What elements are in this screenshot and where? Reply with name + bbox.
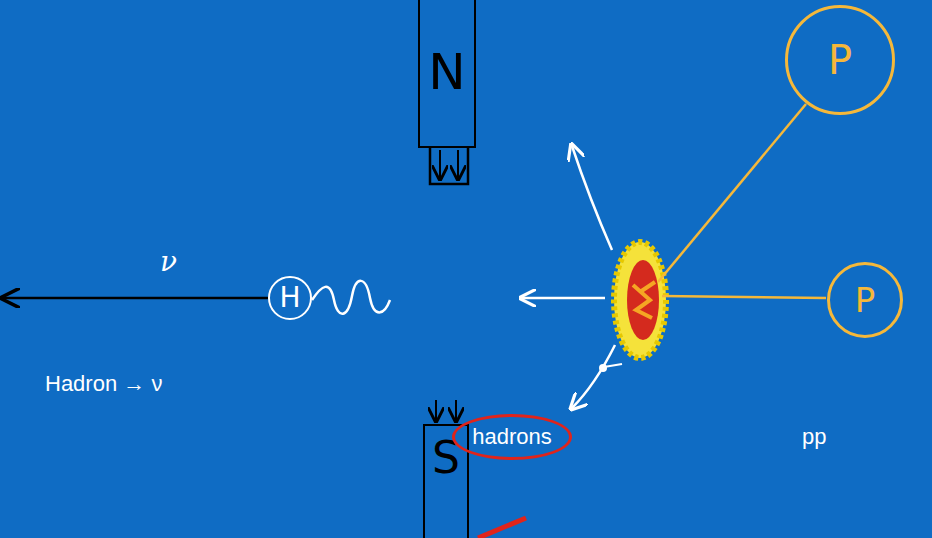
- process-label: Hadron → ν: [45, 373, 162, 395]
- hadron-arrow: [572, 345, 615, 408]
- hadron-arrow: [572, 146, 612, 250]
- proton-circle: P: [827, 262, 903, 338]
- higgs-circle: H: [268, 276, 312, 320]
- hadrons-ellipse: hadrons: [452, 414, 572, 460]
- flight-arrow: [522, 297, 605, 300]
- node-text: hadrons: [472, 426, 552, 448]
- proton-track: [658, 104, 806, 282]
- node-text: N: [428, 47, 465, 97]
- node-text: P: [855, 283, 876, 317]
- node-text: H: [279, 284, 300, 312]
- field-arrow: [439, 150, 441, 178]
- neutrino-line: [4, 297, 268, 300]
- proton-circle: P: [785, 5, 895, 115]
- red-mark: [478, 518, 526, 538]
- node-text: P: [828, 40, 852, 80]
- collision-core: [627, 260, 659, 340]
- wave-line: [312, 281, 390, 314]
- collision-center: [633, 282, 655, 318]
- collision-halo: [614, 242, 666, 358]
- beam-label: pp: [802, 426, 826, 448]
- magnet-south: S: [423, 424, 469, 538]
- hadron-dot: [599, 364, 607, 372]
- magnet-pole: [430, 146, 468, 184]
- field-arrow: [455, 400, 457, 420]
- magnet-north: N: [418, 0, 476, 148]
- proton-track: [662, 296, 826, 298]
- node-text: S: [432, 436, 460, 480]
- neutrino-symbol: ν: [160, 248, 177, 276]
- field-arrow: [435, 400, 437, 420]
- field-arrow: [457, 150, 459, 178]
